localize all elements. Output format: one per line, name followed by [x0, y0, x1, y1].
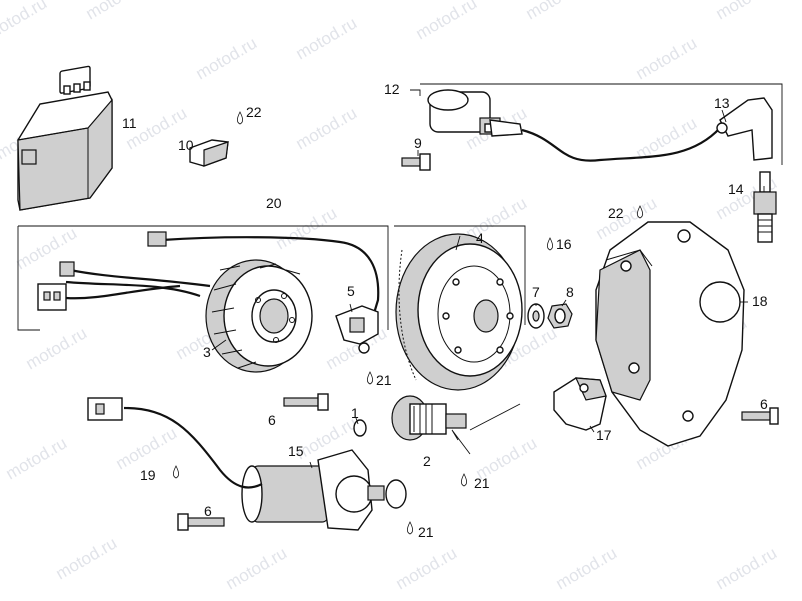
part-3-stator	[205, 259, 313, 373]
part-labels: 1 2 3 4 5 6 6 6 7 8 9 10 11 12 13 14 15 …	[122, 81, 768, 540]
leader-lines	[211, 89, 765, 469]
label-part-20: 20	[266, 195, 282, 211]
drop-icon	[406, 521, 414, 535]
label-part-4: 4	[476, 230, 484, 246]
label-part-22-right: 22	[608, 205, 624, 221]
drop-icon	[172, 465, 180, 479]
label-part-11: 11	[122, 115, 137, 131]
part-6-bolt-right	[741, 407, 779, 425]
label-part-9: 9	[414, 135, 422, 151]
label-part-2: 2	[423, 453, 431, 469]
watermark: motod.ru	[193, 33, 261, 83]
watermark: motod.ru	[633, 113, 701, 163]
part-8-nut	[547, 303, 573, 329]
label-part-21-middle: 21	[474, 475, 490, 491]
drop-icon	[366, 371, 374, 385]
label-part-7: 7	[532, 284, 540, 300]
label-part-5: 5	[347, 283, 355, 299]
watermark: motod.ru	[713, 543, 781, 593]
part-7-washer	[527, 303, 545, 329]
frame-group-12	[420, 83, 783, 165]
label-part-17: 17	[596, 427, 612, 443]
label-part-8: 8	[566, 284, 574, 300]
drop-icons	[172, 111, 644, 535]
watermark: motod.ru	[3, 433, 71, 483]
frame-group-20	[17, 225, 389, 331]
frame-flywheel	[394, 225, 526, 325]
label-part-16: 16	[556, 236, 572, 252]
part-20-harness	[37, 231, 380, 321]
watermark: motod.ru	[293, 13, 361, 63]
part-2-bendix	[391, 395, 467, 441]
part-13-plug-cap	[716, 97, 773, 161]
label-part-21-top: 21	[376, 372, 392, 388]
label-part-15: 15	[288, 443, 304, 459]
part-1-washer	[353, 419, 367, 437]
watermark: motod.ru	[413, 0, 481, 43]
part-10-block	[189, 139, 229, 167]
part-12-ignition-coil	[427, 89, 721, 162]
label-part-6-right: 6	[760, 396, 768, 412]
drop-icon	[636, 205, 644, 219]
label-part-6-bottom: 6	[204, 503, 212, 519]
watermark: motod.ru	[0, 0, 50, 43]
watermark: motod.ru	[713, 0, 781, 23]
part-6-bolt-top	[283, 393, 329, 411]
starter-wire	[87, 397, 263, 489]
watermark: motod.ru	[113, 423, 181, 473]
group-frames	[17, 83, 783, 331]
label-part-22-left: 22	[246, 104, 262, 120]
label-part-3: 3	[203, 344, 211, 360]
drop-icon	[236, 111, 244, 125]
watermark: motod.ru	[223, 543, 291, 593]
label-part-19: 19	[140, 467, 156, 483]
watermark: motod.ru	[293, 103, 361, 153]
part-5-pickup	[335, 305, 379, 354]
watermark: motod.ru	[83, 0, 151, 23]
watermark: motod.ru	[633, 33, 701, 83]
label-part-10: 10	[178, 137, 194, 153]
label-part-18: 18	[752, 293, 768, 309]
watermark: motod.ru	[273, 203, 341, 253]
drop-icon	[460, 473, 468, 487]
part-15-starter-motor	[241, 449, 407, 531]
part-11-cdi-unit	[17, 65, 113, 211]
watermark: motod.ru	[393, 543, 461, 593]
part-9-bolt	[401, 153, 431, 171]
label-part-6-top: 6	[268, 412, 276, 428]
watermark: motod.ru	[523, 0, 591, 23]
part-17-bracket	[553, 377, 607, 431]
watermark: motod.ru	[23, 323, 91, 373]
label-part-12: 12	[384, 81, 400, 97]
label-part-13: 13	[714, 95, 730, 111]
part-6-bolt-bottom	[177, 513, 225, 531]
part-4-flywheel	[395, 233, 523, 391]
label-part-1: 1	[351, 405, 359, 421]
drop-icon	[546, 237, 554, 251]
watermark: motod.ru	[553, 543, 621, 593]
label-part-21-bottom: 21	[418, 524, 434, 540]
watermark: motod.ru	[53, 533, 121, 583]
part-18-cover	[595, 221, 745, 447]
part-14-spark-plug	[753, 171, 777, 243]
label-part-14: 14	[728, 181, 744, 197]
